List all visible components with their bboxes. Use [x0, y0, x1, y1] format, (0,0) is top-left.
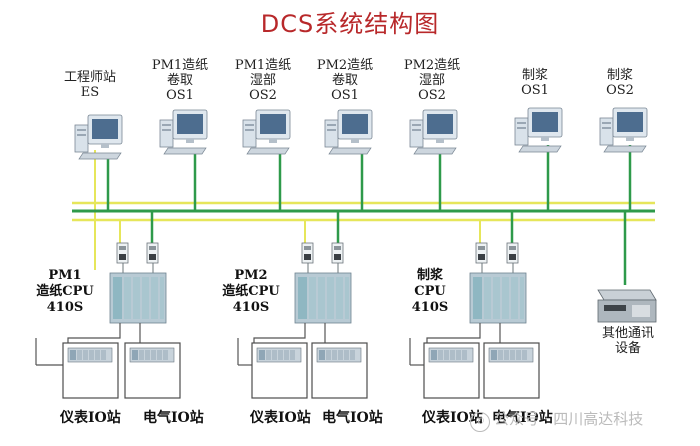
station-links: [106, 145, 632, 285]
switch-pm1-a: [116, 242, 129, 264]
pc-zj-os1: [514, 107, 563, 153]
switch-pm2-a: [301, 242, 314, 264]
io-instrument-pm1: [62, 342, 119, 399]
io-electrical-zj: [483, 342, 540, 399]
io-label-electrical-pm1: 电气IO站: [143, 410, 204, 426]
switch-pm2-b: [331, 242, 344, 264]
watermark: ✆公众号 · 四川高达科技: [470, 408, 643, 432]
pc-pm2-os2: [409, 109, 458, 155]
diagram-title: DCS系统结构图: [260, 10, 440, 38]
pc-pm1-os2: [242, 109, 291, 155]
pc-es: [74, 114, 123, 160]
io-electrical-pm2: [311, 342, 368, 399]
io-label-electrical-pm2: 电气IO站: [322, 410, 383, 426]
cpu-rack-pm1: [109, 272, 167, 324]
io-instrument-zj: [423, 342, 480, 399]
cpu-rack-pm2: [294, 272, 352, 324]
io-electrical-pm1: [124, 342, 181, 399]
io-instrument-pm2: [251, 342, 308, 399]
switch-zj-a: [475, 242, 488, 264]
io-label-instrument-zj: 仪表IO站: [422, 410, 483, 426]
io-label-electrical-zj: 电气IO站: [492, 410, 553, 426]
io-label-instrument-pm1: 仪表IO站: [60, 410, 121, 426]
other-device-label: 其他通讯设备: [601, 326, 654, 356]
wechat-icon: ✆: [470, 412, 490, 432]
switch-pm1-b: [146, 242, 159, 264]
pc-pm2-os1: [324, 109, 373, 155]
cpu-rack-zj: [469, 272, 527, 324]
io-label-instrument-pm2: 仪表IO站: [250, 410, 311, 426]
other-device: [597, 289, 657, 323]
pc-pm1-os1: [159, 109, 208, 155]
switch-zj-b: [506, 242, 519, 264]
pc-zj-os2: [599, 107, 648, 153]
